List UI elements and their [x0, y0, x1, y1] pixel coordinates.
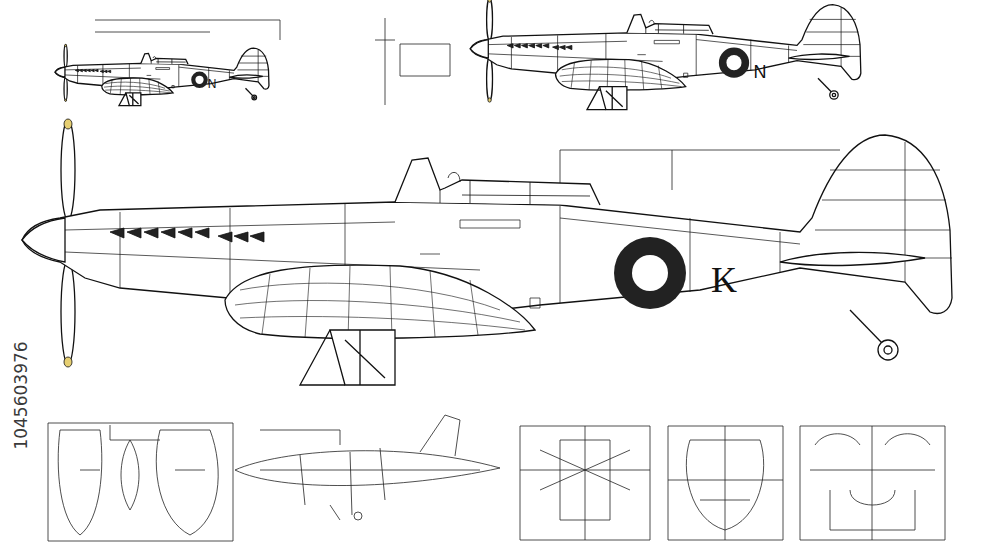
fuselage-letter: N: [208, 78, 217, 90]
stock-id-watermark: 1045603976: [13, 341, 30, 449]
side-view-small: [55, 44, 269, 105]
detail-panels: [48, 415, 945, 541]
fuselage-letter: N: [754, 63, 767, 81]
fuselage-letter: K: [711, 262, 737, 298]
side-view-medium: [470, 0, 861, 110]
side-view-main: [22, 119, 952, 385]
